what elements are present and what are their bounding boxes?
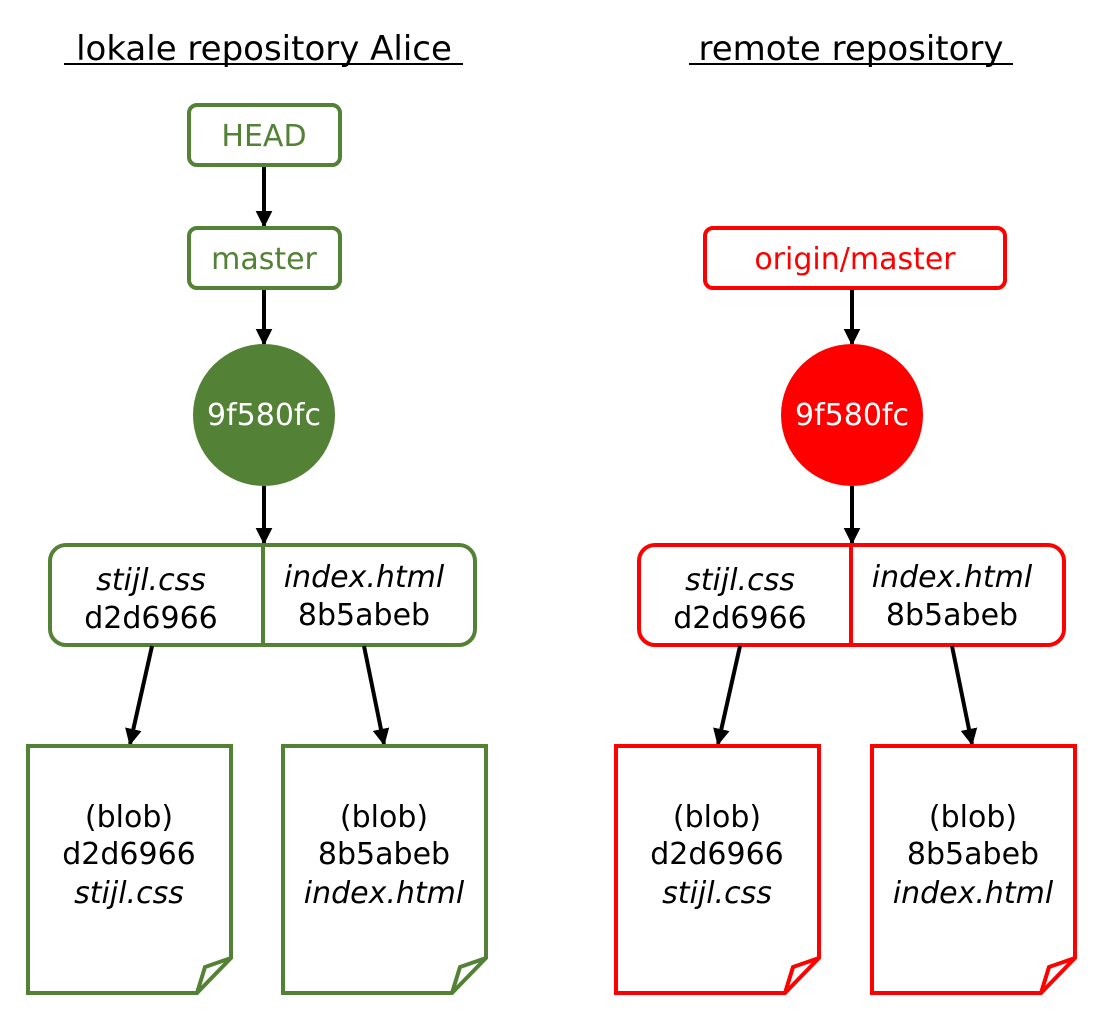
remote-tree-to-blob-arrow <box>713 645 742 746</box>
remote-tree-to-blob-arrow <box>950 645 978 746</box>
remote-blob-type: (blob) <box>673 800 761 835</box>
remote-branch-label: origin/master <box>754 242 956 277</box>
remote-repository: remote repository origin/master 9f580fc … <box>614 29 1077 995</box>
remote-branch-box <box>703 226 1007 290</box>
remote-branch-ref: origin/master <box>703 226 1007 290</box>
remote-blob-hash: d2d6966 <box>650 837 784 872</box>
remote-commit-circle <box>781 344 923 486</box>
remote-commit: 9f580fc <box>781 344 923 486</box>
local-tree-entry-name: stijl.css <box>96 563 206 598</box>
local-blob-type: (blob) <box>85 800 173 835</box>
local-branch-box <box>187 226 342 290</box>
remote-blob-name: index.html <box>893 876 1054 911</box>
remote-tree-entry-hash: 8b5abeb <box>886 598 1018 633</box>
local-commit: 9f580fc <box>193 344 335 486</box>
head-ref: HEAD <box>187 103 342 167</box>
remote-heading: remote repository <box>698 29 1003 69</box>
local-blob-page <box>281 744 488 995</box>
local-blob-name: stijl.css <box>74 876 184 911</box>
head-ref-label: HEAD <box>221 119 306 154</box>
local-blob-fold <box>450 956 487 994</box>
remote-blob-hash: 8b5abeb <box>907 837 1039 872</box>
remote-blob-page <box>614 744 821 995</box>
head-ref-box <box>187 103 342 167</box>
remote-tree-entry-name: index.html <box>872 560 1033 595</box>
local-tree-entry-hash: d2d6966 <box>84 601 218 636</box>
local-branch-label: master <box>211 242 317 277</box>
local-tree: stijl.css d2d6966 index.html 8b5abeb <box>48 543 477 647</box>
local-tree-to-blob-arrow <box>125 645 154 746</box>
local-blob-stijl: (blob) d2d6966 stijl.css <box>26 744 233 995</box>
remote-blob-stijl: (blob) d2d6966 stijl.css <box>614 744 821 995</box>
local-heading: lokale repository Alice <box>76 29 452 69</box>
local-blob-hash: 8b5abeb <box>318 837 450 872</box>
local-blob-name: index.html <box>304 876 465 911</box>
remote-commit-hash: 9f580fc <box>795 398 909 433</box>
remote-tree-entry-name: stijl.css <box>685 563 795 598</box>
local-commit-circle <box>193 344 335 486</box>
remote-tree-entry-hash: d2d6966 <box>673 601 807 636</box>
local-commit-hash: 9f580fc <box>207 398 321 433</box>
remote-blob-fold <box>783 956 820 994</box>
local-tree-entry-name: index.html <box>284 560 445 595</box>
local-branch-ref: master <box>187 226 342 290</box>
remote-blob-fold <box>1039 956 1076 994</box>
local-tree-to-blob-arrow <box>362 645 390 746</box>
local-blob-fold <box>195 956 232 994</box>
local-blob-page <box>26 744 233 995</box>
remote-blob-type: (blob) <box>929 800 1017 835</box>
local-blob-hash: d2d6966 <box>62 837 196 872</box>
remote-tree: stijl.css d2d6966 index.html 8b5abeb <box>637 543 1066 647</box>
remote-blob-name: stijl.css <box>662 876 772 911</box>
local-tree-entry-hash: 8b5abeb <box>298 598 430 633</box>
local-blob-type: (blob) <box>340 800 428 835</box>
local-blob-index: (blob) 8b5abeb index.html <box>281 744 488 995</box>
remote-blob-page <box>870 744 1077 995</box>
local-repository: lokale repository Alice HEAD master 9f58… <box>26 29 488 995</box>
remote-blob-index: (blob) 8b5abeb index.html <box>870 744 1077 995</box>
